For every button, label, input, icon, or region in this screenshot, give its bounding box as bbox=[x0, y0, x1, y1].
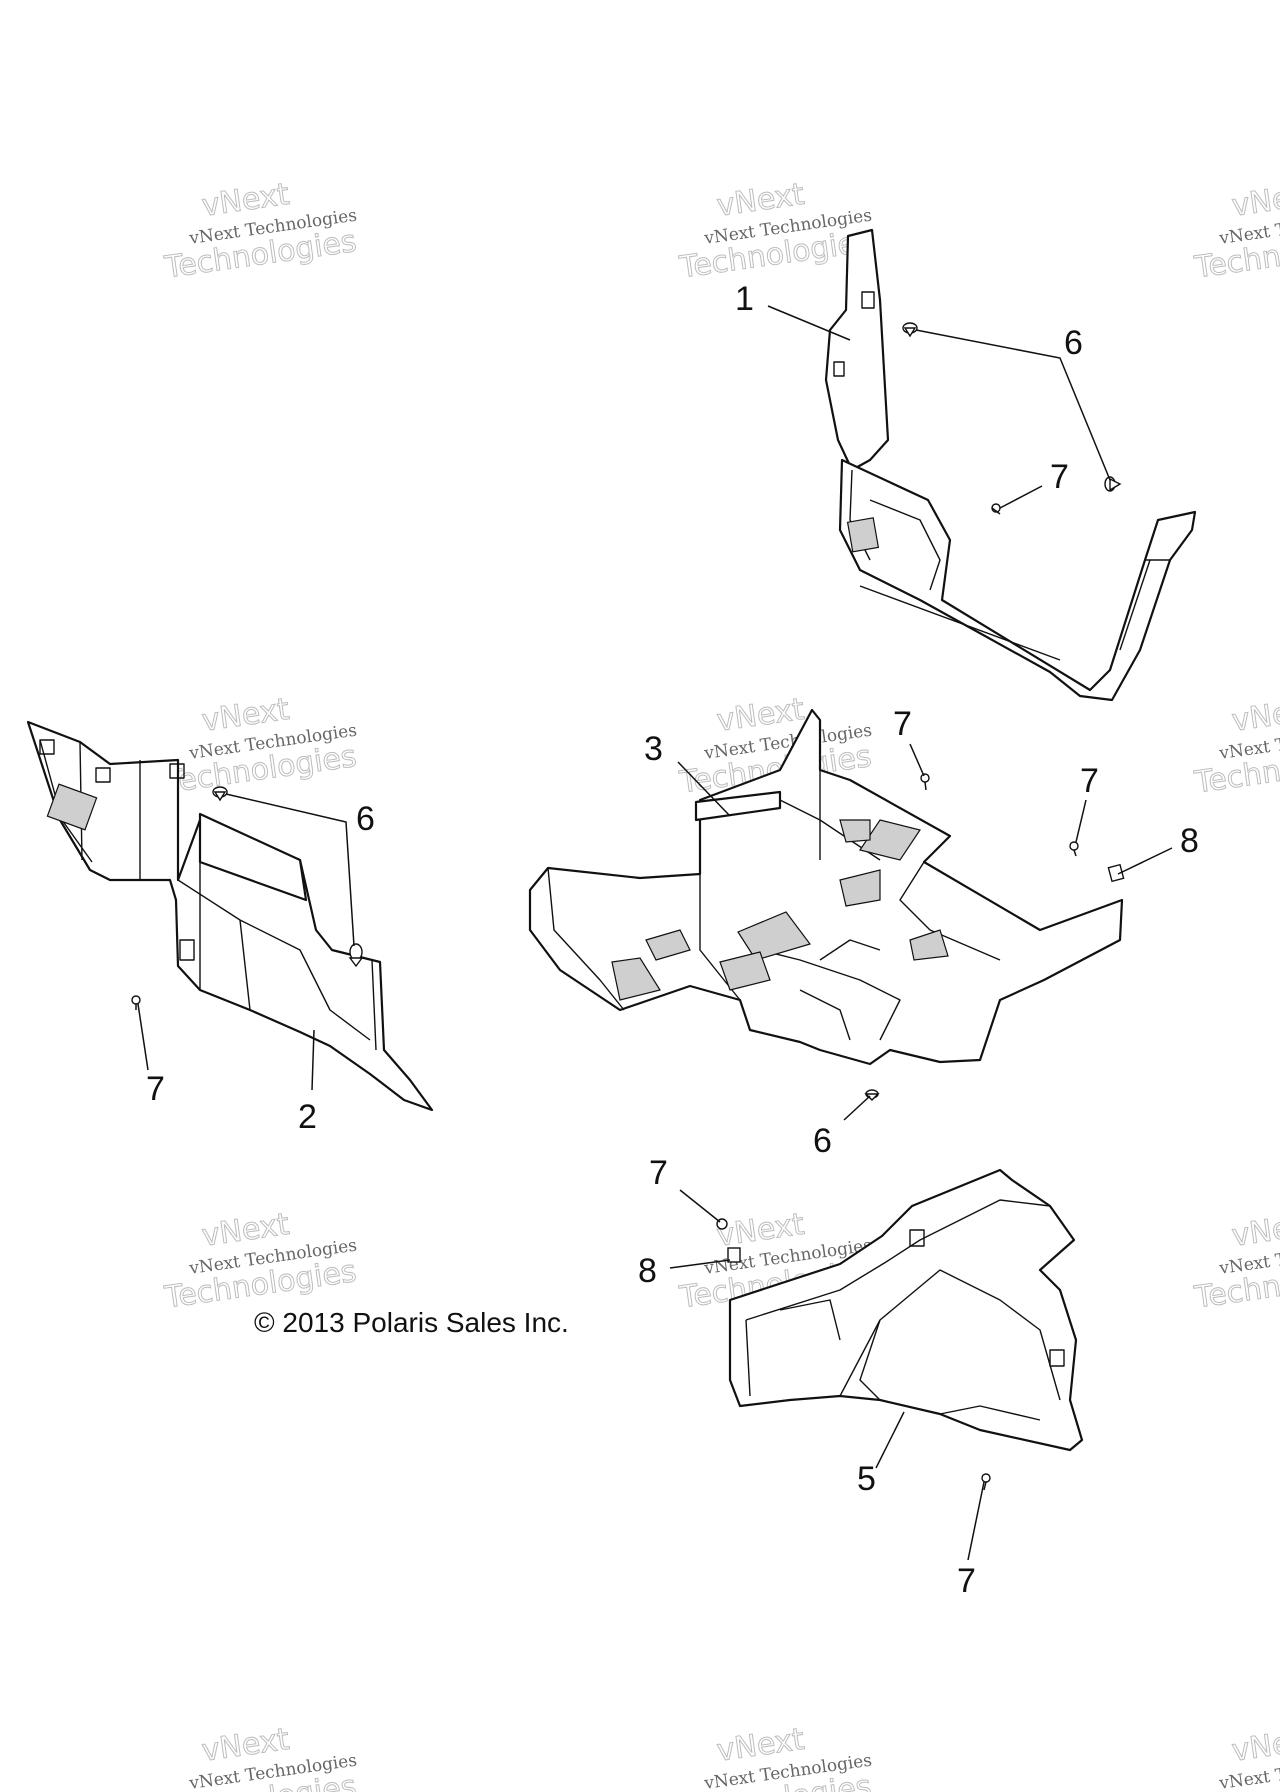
callout-labels: 1 6 7 3 7 7 8 6 7 2 6 7 8 5 7 bbox=[146, 280, 1199, 1600]
part-1-panel bbox=[824, 228, 1197, 702]
watermark: Technologies vNext Technologies vNext bbox=[1191, 176, 1280, 286]
push-rivet bbox=[1104, 476, 1122, 492]
callout-8: 8 bbox=[638, 1252, 657, 1290]
callout-7: 7 bbox=[1050, 458, 1069, 496]
svg-text:vNext: vNext bbox=[1230, 1207, 1280, 1254]
svg-text:vNext: vNext bbox=[1230, 1722, 1280, 1769]
watermark: Technologies vNext Technologies vNext bbox=[1191, 1206, 1280, 1316]
watermark: Technologies vNext Technologies vNext bbox=[1191, 1721, 1280, 1792]
callout-1: 1 bbox=[735, 280, 754, 318]
part-2-panel bbox=[26, 720, 434, 1112]
watermark: Technologies vNext Technologies vNext bbox=[676, 1721, 874, 1792]
callout-7: 7 bbox=[649, 1154, 668, 1192]
watermark: Technologies vNext Technologies vNext bbox=[161, 1206, 359, 1316]
push-rivet bbox=[348, 943, 364, 968]
fasteners bbox=[131, 322, 1125, 1491]
watermark: Technologies vNext Technologies vNext bbox=[676, 176, 874, 286]
svg-text:vNext: vNext bbox=[1230, 692, 1280, 739]
watermark: Technologies vNext Technologies vNext bbox=[161, 1721, 359, 1792]
watermark: Technologies vNext Technologies vNext bbox=[161, 176, 359, 286]
svg-text:vNext: vNext bbox=[1230, 177, 1280, 224]
clip bbox=[727, 1247, 741, 1263]
copyright-notice: © 2013 Polaris Sales Inc. bbox=[254, 1307, 569, 1338]
callout-3: 3 bbox=[644, 730, 663, 768]
push-rivet bbox=[864, 1089, 880, 1101]
callout-6: 6 bbox=[1064, 324, 1083, 362]
screw bbox=[131, 995, 141, 1010]
push-rivet bbox=[212, 786, 228, 802]
callout-5: 5 bbox=[857, 1460, 876, 1498]
screw bbox=[1069, 841, 1079, 857]
screw bbox=[991, 503, 1001, 515]
callout-8: 8 bbox=[1180, 822, 1199, 860]
screw bbox=[981, 1473, 991, 1491]
part-5-panel bbox=[728, 1168, 1084, 1452]
callout-6: 6 bbox=[356, 800, 375, 838]
callout-7: 7 bbox=[1080, 762, 1099, 800]
watermark: Technologies vNext Technologies vNext bbox=[161, 691, 359, 801]
push-rivet bbox=[902, 322, 918, 338]
callout-7: 7 bbox=[957, 1562, 976, 1600]
callout-2: 2 bbox=[298, 1098, 317, 1136]
callout-7: 7 bbox=[893, 705, 912, 743]
watermark: Technologies vNext Technologies vNext bbox=[1191, 691, 1280, 801]
callout-6: 6 bbox=[813, 1122, 832, 1160]
part-3-floor bbox=[528, 708, 1124, 1066]
screw bbox=[920, 773, 930, 791]
callout-7: 7 bbox=[146, 1070, 165, 1108]
leader-lines bbox=[137, 305, 1173, 1561]
